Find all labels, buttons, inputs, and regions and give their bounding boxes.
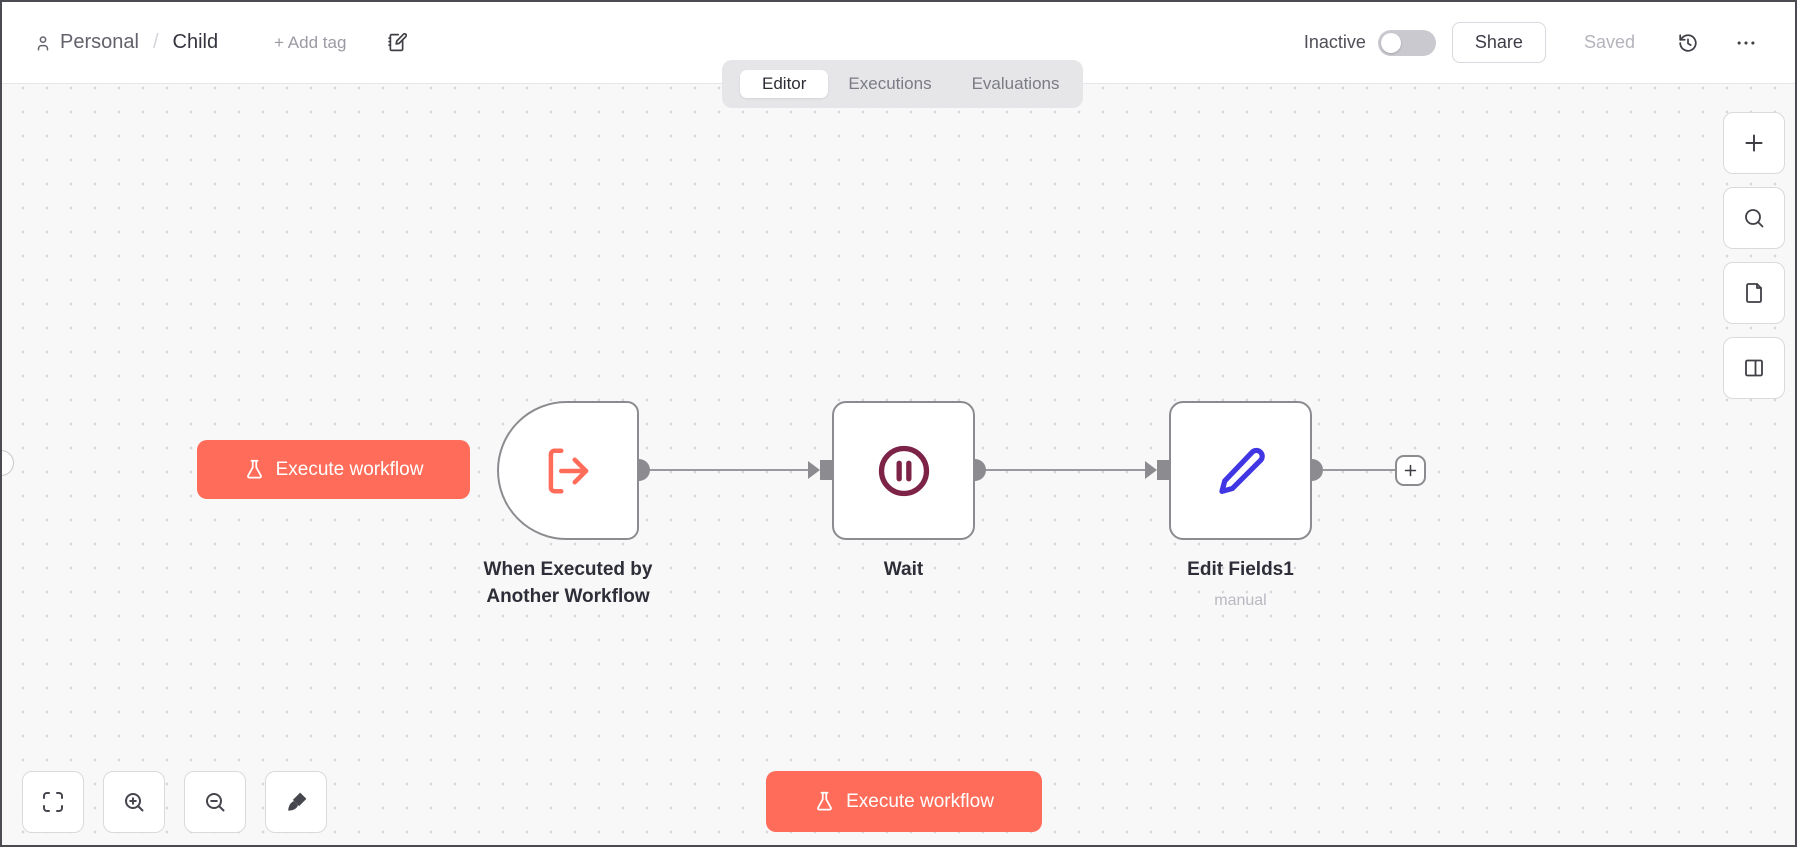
edit-input-arrow-icon (1145, 461, 1157, 479)
workflow-name[interactable]: Child (172, 31, 219, 53)
add-connected-node-button[interactable] (1395, 455, 1426, 486)
canvas-edge-handle[interactable] (2, 450, 14, 476)
fit-view-button[interactable] (22, 771, 84, 833)
add-node-button[interactable] (1723, 112, 1785, 174)
connection-wait-to-edit (986, 469, 1145, 471)
history-icon (1677, 32, 1699, 54)
node-label-wait: Wait (883, 559, 924, 580)
fit-view-icon (41, 790, 65, 814)
execute-workflow-button[interactable]: Execute workflow (197, 440, 470, 499)
pen-icon (1215, 445, 1267, 497)
node-wait[interactable] (832, 401, 975, 540)
execute-workflow-label: Execute workflow (846, 790, 994, 812)
node-subtitle-edit-fields1: manual (1214, 592, 1267, 609)
breadcrumb-separator: / (152, 31, 159, 53)
connection-dangling (1323, 469, 1395, 471)
flask-icon (814, 791, 835, 812)
node-when-executed-by-another-workflow[interactable] (497, 401, 639, 540)
node-label-trigger: When Executed by Another Workflow (483, 559, 653, 607)
zoom-out-icon (203, 790, 227, 814)
tidy-up-button[interactable] (265, 771, 327, 833)
add-tag-button[interactable]: + Add tag (274, 32, 347, 52)
more-options-button[interactable] (1735, 32, 1757, 54)
notebook-pen-icon (386, 32, 408, 53)
toggle-panel-button[interactable] (1723, 337, 1785, 399)
flask-icon (244, 459, 265, 480)
user-icon (34, 34, 52, 52)
breadcrumb-project[interactable]: Personal (34, 31, 139, 54)
sticky-note-icon (1742, 281, 1766, 305)
connection-trigger-to-wait (650, 469, 808, 471)
zoom-in-button[interactable] (103, 771, 165, 833)
view-tabs: Editor Executions Evaluations (722, 60, 1084, 108)
zoom-in-icon (122, 790, 146, 814)
panel-right-icon (1742, 356, 1766, 380)
zoom-out-button[interactable] (184, 771, 246, 833)
wait-input-handle[interactable] (820, 460, 832, 480)
wait-input-arrow-icon (808, 461, 820, 479)
execute-workflow-label: Execute workflow (275, 458, 424, 480)
workflow-canvas[interactable]: Execute workflow When Executed by Anothe… (2, 84, 1795, 845)
plus-icon (1741, 130, 1767, 156)
project-name: Personal (60, 31, 139, 53)
tab-executions[interactable]: Executions (828, 70, 951, 98)
tab-editor[interactable]: Editor (740, 70, 829, 98)
tidy-broom-icon (284, 790, 309, 815)
edit-input-handle[interactable] (1157, 460, 1169, 480)
search-nodes-button[interactable] (1723, 187, 1785, 249)
log-out-arrow-icon (541, 444, 595, 498)
toggle-knob (1380, 32, 1401, 53)
search-icon (1742, 206, 1766, 230)
node-edit-fields1[interactable] (1169, 401, 1312, 540)
share-button[interactable]: Share (1451, 22, 1546, 63)
version-history-button[interactable] (1677, 32, 1699, 54)
pause-circle-icon (875, 442, 933, 500)
execute-workflow-bottom-button[interactable]: Execute workflow (766, 771, 1042, 832)
sticky-note-button[interactable] (1723, 262, 1785, 324)
save-status: Saved (1583, 32, 1635, 52)
plus-icon (1402, 462, 1419, 479)
workflow-notes-button[interactable] (386, 32, 408, 53)
workflow-status-label: Inactive (1303, 32, 1366, 52)
more-ellipsis-icon (1735, 32, 1757, 54)
tab-evaluations[interactable]: Evaluations (952, 70, 1080, 98)
node-label-edit-fields1: Edit Fields1 (1187, 559, 1294, 580)
workflow-active-toggle[interactable] (1377, 29, 1436, 56)
